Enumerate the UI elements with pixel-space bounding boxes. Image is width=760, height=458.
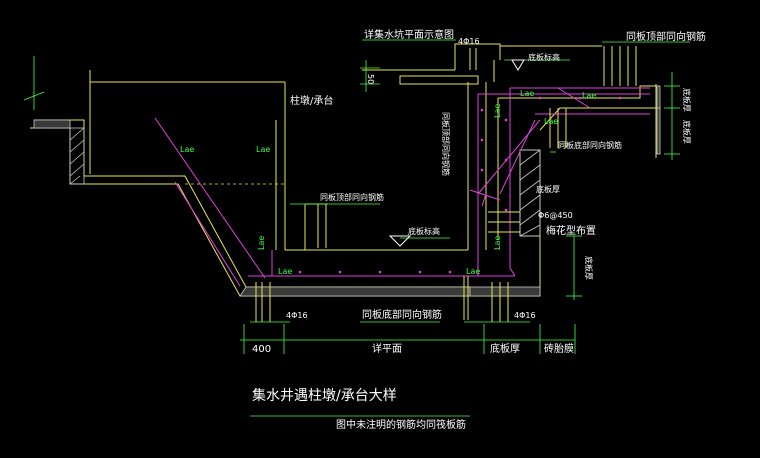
dim-brick: 砖胎膜	[544, 342, 574, 355]
label-sump-plan: 详集水坑平面示意图	[364, 28, 454, 41]
label-4d16-br: 4Φ16	[514, 311, 536, 320]
drawing-subtitle: 图中未注明的钢筋均同筏板筋	[336, 418, 466, 431]
lae-2: Lae	[256, 145, 270, 154]
label-slab-bottom-elev-top: 底板标高	[528, 52, 560, 62]
rebar-dots	[298, 96, 622, 274]
label-slab-thick-right-2: 底板厚	[682, 120, 692, 144]
drawing-title: 集水井遇柱墩/承台大样	[252, 387, 397, 404]
label-slab-thick-mid: 底板厚	[536, 184, 560, 194]
dim-400: 400	[252, 344, 271, 355]
label-slab-bottom-elev-mid: 底板标高	[408, 226, 440, 236]
dimension-lines	[23, 39, 690, 417]
label-4d16-top: 4Φ16	[458, 37, 480, 46]
lae-6: Lae	[493, 104, 502, 118]
concrete-outline	[30, 43, 657, 297]
lae-9: Lae	[278, 267, 292, 276]
label-bottom-rebar-mid: 同板底部同向钢筋	[558, 140, 622, 150]
dim-plan: 详平面	[372, 342, 402, 355]
label-bottom-rebar-bottom: 同板底部同向钢筋	[362, 308, 442, 321]
label-column-pier: 柱墩/承台	[290, 94, 333, 107]
rebar-lines	[154, 87, 650, 287]
label-slab-thick-right-1: 底板厚	[682, 88, 692, 112]
pier-bars	[255, 45, 637, 322]
elevation-markers	[388, 59, 525, 247]
lae-4: Lae	[582, 91, 596, 100]
lae-8: Lae	[257, 236, 266, 250]
label-vertical-rebar: 同板顶部同向钢筋	[441, 112, 451, 176]
lae-7: Lae	[493, 236, 502, 250]
label-stirrup: Φ6@450	[538, 211, 573, 220]
label-slab-thick-left: 底板厚	[584, 256, 594, 280]
lae-1: Lae	[180, 145, 194, 154]
dim-slab: 底板厚	[490, 342, 520, 355]
label-4d16-bl: 4Φ16	[286, 311, 308, 320]
label-top-rebar-right: 同板顶部同向钢筋	[626, 30, 706, 43]
lae-10: Lae	[466, 267, 480, 276]
label-quincunx: 梅花型布置	[546, 224, 596, 237]
label-top-rebar-mid: 同板顶部同向钢筋	[320, 192, 384, 202]
lae-5: Lae	[544, 117, 558, 126]
brick-hatch	[33, 85, 661, 297]
lae-3: Lae	[520, 89, 534, 98]
label-dim-small: 50	[366, 74, 375, 84]
